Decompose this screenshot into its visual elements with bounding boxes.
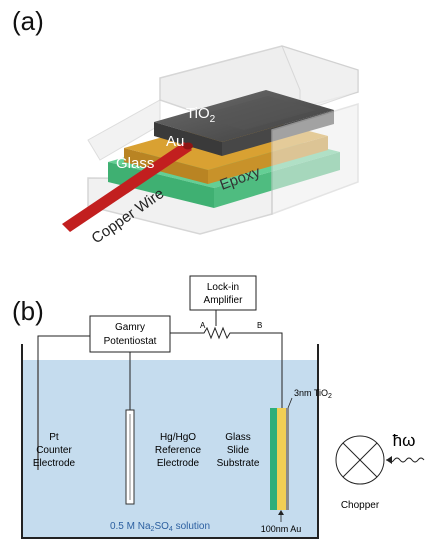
tio2-inner-window bbox=[196, 96, 316, 130]
substrate-label-line3: Substrate bbox=[217, 458, 260, 469]
potentiostat-label-line2: Potentiostat bbox=[104, 336, 157, 347]
substrate-label-line2: Slide bbox=[227, 445, 250, 456]
tio2-film bbox=[286, 408, 289, 510]
counter-label-line2: Counter bbox=[36, 445, 72, 456]
counter-label-line1: Pt bbox=[49, 432, 59, 443]
au-annotation-arrowhead bbox=[278, 510, 284, 515]
tio2-layer-front bbox=[154, 122, 222, 156]
epoxy-frame-right bbox=[271, 102, 359, 216]
tio2-label: TiO2 bbox=[186, 105, 216, 125]
photon-energy-label: ħω bbox=[393, 431, 416, 450]
reference-label-line1: Hg/HgO bbox=[160, 432, 196, 443]
copper-wire bbox=[62, 142, 192, 232]
au-label: Au bbox=[166, 133, 184, 150]
panel-a-label: (a) bbox=[12, 6, 44, 36]
glass-layer-front bbox=[108, 162, 214, 208]
lockin-amplifier-box bbox=[189, 275, 257, 311]
counter-label-line3: Electrode bbox=[33, 458, 76, 469]
photon-wave-arrow bbox=[386, 457, 425, 463]
beaker bbox=[21, 344, 319, 539]
au-thickness-label: 100nm Au bbox=[261, 524, 302, 534]
lockin-label-line2: Amplifier bbox=[204, 295, 244, 306]
lockin-label-line1: Lock-in bbox=[207, 282, 239, 293]
glass-label: Glass bbox=[116, 155, 154, 172]
terminal-a-label: A bbox=[200, 321, 206, 330]
au-film bbox=[277, 408, 286, 510]
photon-arrowhead bbox=[386, 456, 392, 464]
solution-label: 0.5 M Na2SO4 solution bbox=[110, 521, 210, 533]
chopper-wheel bbox=[335, 435, 385, 485]
panel-b-label: (b) bbox=[12, 296, 44, 326]
copper-wire-tip bbox=[183, 142, 193, 150]
tio2-thickness-label: 3nm TiO2 bbox=[294, 388, 332, 400]
reference-label-line2: Reference bbox=[155, 445, 202, 456]
tio2-annotation-arrow bbox=[287, 397, 293, 409]
potentiostat-label-line1: Gamry bbox=[115, 322, 145, 333]
epoxy-frame-right-side bbox=[281, 45, 359, 113]
terminal-b-label: B bbox=[257, 321, 262, 330]
potentiostat-box bbox=[89, 315, 171, 353]
chopper-label: Chopper bbox=[341, 500, 380, 511]
substrate-label-line1: Glass bbox=[225, 432, 251, 443]
device-3d-illustration bbox=[62, 45, 359, 235]
glass-slide bbox=[270, 408, 277, 510]
reference-label-line3: Electrode bbox=[157, 458, 200, 469]
electrolyte-solution bbox=[22, 360, 318, 538]
